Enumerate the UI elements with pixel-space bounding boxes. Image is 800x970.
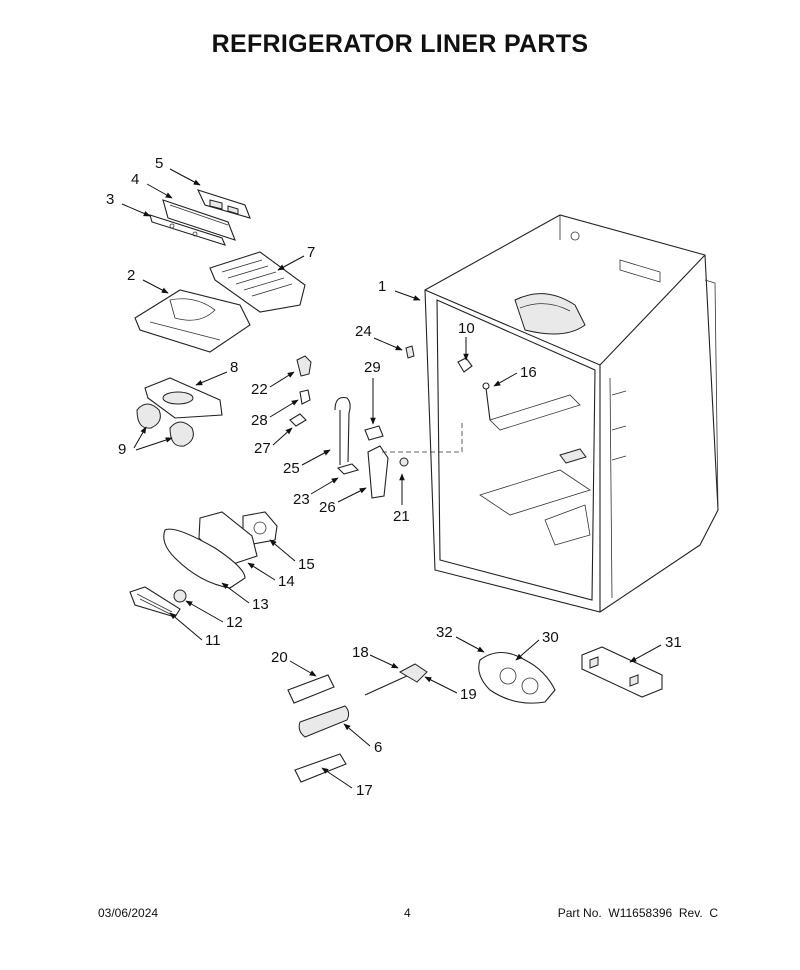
dashed-connection-line — [382, 420, 463, 453]
svg-text:1: 1 — [378, 278, 386, 295]
part-20-bracket — [287, 674, 335, 704]
callout-3: 3 — [106, 191, 151, 217]
callout-4: 4 — [131, 171, 173, 199]
part-5-module — [196, 189, 251, 219]
part-30-heater — [478, 651, 556, 704]
svg-text:12: 12 — [226, 614, 243, 631]
part-17-housing — [294, 753, 347, 783]
callout-21: 21 — [393, 473, 410, 525]
svg-text:9: 9 — [118, 441, 126, 458]
part-18-valve-harness — [364, 663, 428, 696]
svg-text:31: 31 — [665, 634, 682, 651]
part-23-bracket — [336, 463, 360, 475]
svg-text:3: 3 — [106, 191, 114, 208]
part-11-grille — [129, 586, 181, 618]
part-13-shroud — [163, 528, 246, 589]
svg-text:8: 8 — [230, 359, 238, 376]
callout-8: 8 — [195, 359, 238, 386]
part-21-screw — [399, 457, 409, 467]
part-16-probe — [482, 382, 491, 421]
svg-text:15: 15 — [298, 556, 315, 573]
part-7-cover — [209, 251, 306, 313]
svg-text:24: 24 — [355, 323, 372, 340]
part-27-clip — [289, 413, 307, 427]
svg-text:7: 7 — [307, 244, 315, 261]
part-28-clip — [299, 389, 311, 405]
footer-page-number: 4 — [404, 906, 411, 920]
svg-text:32: 32 — [436, 624, 453, 641]
svg-text:11: 11 — [205, 632, 221, 649]
callout-9: 9 — [118, 426, 173, 458]
svg-text:6: 6 — [374, 739, 382, 756]
svg-text:22: 22 — [251, 381, 268, 398]
part-4-housing — [162, 199, 236, 241]
svg-text:5: 5 — [155, 155, 163, 172]
svg-text:29: 29 — [364, 359, 381, 376]
callout-17: 17 — [321, 767, 373, 799]
callout-6: 6 — [343, 723, 382, 756]
svg-text:23: 23 — [293, 491, 310, 508]
callout-32: 32 — [436, 624, 485, 653]
svg-text:19: 19 — [460, 686, 477, 703]
footer-part-number: Part No. W11658396 Rev. C — [557, 906, 718, 920]
part-24-clip — [405, 345, 415, 359]
footer-date: 03/06/2024 — [98, 906, 159, 920]
callout-13: 13 — [221, 582, 269, 613]
callout-27: 27 — [254, 427, 293, 457]
callout-23: 23 — [293, 477, 339, 508]
callout-15: 15 — [269, 539, 315, 573]
svg-text:27: 27 — [254, 440, 271, 457]
part-25-tube — [334, 396, 351, 465]
callout-1: 1 — [378, 278, 421, 301]
part-31-bracket — [581, 646, 663, 698]
part-26-housing — [367, 445, 389, 499]
refrigerator-liner-part — [424, 214, 719, 613]
svg-text:16: 16 — [520, 364, 537, 381]
callout-12: 12 — [185, 600, 243, 631]
part-22-clip — [296, 355, 312, 377]
page-title: REFRIGERATOR LINER PARTS — [211, 30, 589, 58]
svg-text:17: 17 — [356, 782, 373, 799]
callout-26: 26 — [319, 487, 367, 516]
svg-text:18: 18 — [352, 644, 369, 661]
svg-text:26: 26 — [319, 499, 336, 516]
callout-10: 10 — [458, 320, 475, 361]
svg-text:10: 10 — [458, 320, 475, 337]
callout-24: 24 — [355, 323, 403, 351]
svg-text:2: 2 — [127, 267, 135, 284]
svg-text:28: 28 — [251, 412, 268, 429]
callout-30: 30 — [515, 629, 559, 661]
callout-20: 20 — [271, 649, 317, 677]
part-29-cover — [364, 425, 384, 441]
svg-text:20: 20 — [271, 649, 288, 666]
callout-11: 11 — [169, 612, 221, 649]
callout-2: 2 — [127, 267, 169, 294]
part-8-housing — [144, 377, 223, 419]
part-12-knob — [173, 589, 187, 603]
callout-18: 18 — [352, 644, 399, 669]
part-6-filter — [298, 705, 350, 738]
part-3-strip — [149, 214, 226, 246]
callout-5: 5 — [155, 155, 201, 186]
callout-16: 16 — [493, 364, 537, 387]
svg-text:14: 14 — [278, 573, 295, 590]
callout-25: 25 — [283, 449, 331, 477]
callout-22: 22 — [251, 371, 295, 398]
svg-text:25: 25 — [283, 460, 300, 477]
part-9-fans — [136, 403, 194, 447]
part-2-duct-cover — [134, 289, 251, 353]
callout-19: 19 — [424, 676, 477, 703]
callout-31: 31 — [629, 634, 682, 663]
callout-7: 7 — [277, 244, 315, 271]
svg-text:13: 13 — [252, 596, 269, 613]
svg-text:30: 30 — [542, 629, 559, 646]
callout-14: 14 — [247, 562, 295, 590]
callout-29: 29 — [364, 359, 381, 425]
svg-text:21: 21 — [393, 508, 410, 525]
svg-text:4: 4 — [131, 171, 139, 188]
callout-28: 28 — [251, 399, 299, 429]
